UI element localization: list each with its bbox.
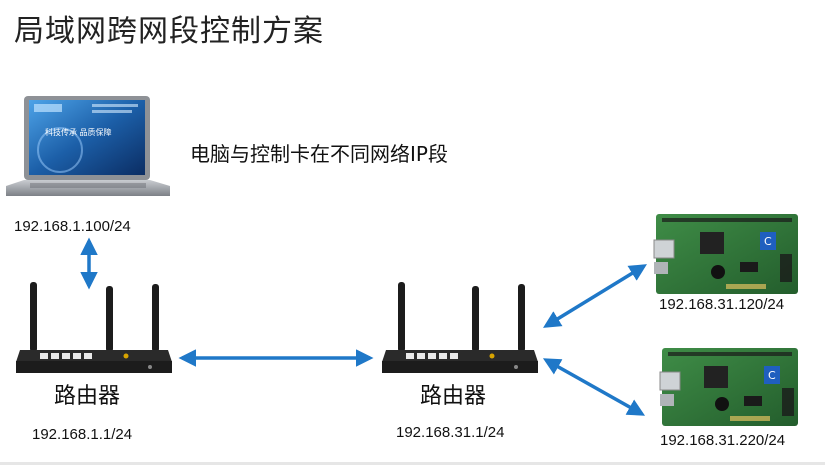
svg-text:C: C	[768, 369, 776, 382]
page-title: 局域网跨网段控制方案	[14, 14, 324, 49]
laptop-icon: 科技传承 品质保障	[6, 96, 170, 196]
diagram-subtitle: 电脑与控制卡在不同网络IP段	[190, 142, 448, 166]
router-right-icon	[382, 282, 538, 373]
router-right-ip-label: 192.168.31.1/24	[396, 424, 505, 441]
control-card-bottom-icon: C	[659, 348, 798, 426]
router-left-ip-label: 192.168.1.1/24	[32, 426, 133, 443]
laptop-ip-label: 192.168.1.100/24	[14, 218, 131, 235]
laptop-screen-text: 科技传承 品质保障	[45, 127, 112, 137]
card-bottom-ip-label: 192.168.31.220/24	[660, 432, 786, 449]
bottom-divider	[0, 462, 825, 465]
router-left-icon	[16, 282, 172, 373]
router-right-label: 路由器	[420, 384, 487, 409]
svg-text:C: C	[764, 235, 772, 248]
router-card-top-link	[543, 264, 647, 328]
router-left-label: 路由器	[54, 384, 121, 409]
card-top-ip-label: 192.168.31.120/24	[659, 296, 785, 313]
control-card-top-icon: C	[653, 214, 798, 294]
router-card-bottom-link	[542, 358, 646, 416]
